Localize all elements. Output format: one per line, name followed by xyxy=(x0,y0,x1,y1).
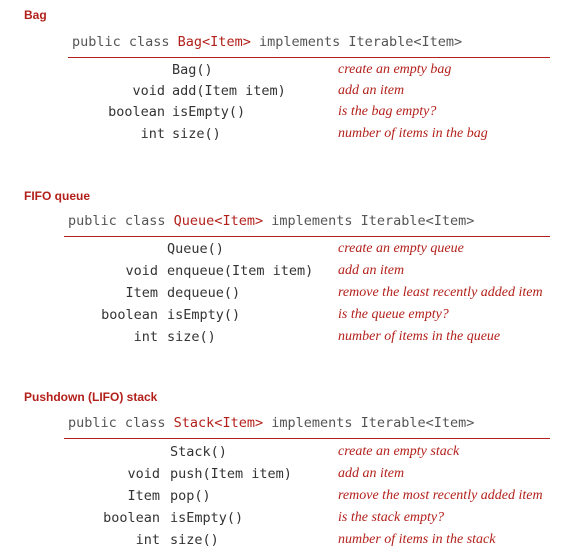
method-description: is the stack empty? xyxy=(338,510,445,525)
api-row: int size() number of items in the queue xyxy=(0,329,578,351)
method-signature: Bag() xyxy=(172,62,213,78)
api-row: int size() number of items in the stack xyxy=(0,532,578,554)
method-description: is the queue empty? xyxy=(338,307,449,322)
header-class-name: Bag<Item> xyxy=(177,34,251,50)
header-divider xyxy=(68,57,550,58)
method-description: create an empty bag xyxy=(338,62,452,77)
api-row: boolean isEmpty() is the stack empty? xyxy=(0,510,578,532)
return-type: void xyxy=(125,263,158,279)
method-signature: size() xyxy=(170,532,219,548)
section-title: FIFO queue xyxy=(24,189,90,203)
header-divider xyxy=(64,438,550,439)
api-row: boolean isEmpty() is the queue empty? xyxy=(0,307,578,329)
method-description: add an item xyxy=(338,83,405,98)
api-row: void push(Item item) add an item xyxy=(0,466,578,488)
method-signature: Queue() xyxy=(167,241,224,257)
class-header: public class Bag<Item> implements Iterab… xyxy=(72,34,462,50)
class-header: public class Queue<Item> implements Iter… xyxy=(68,213,474,229)
return-type: int xyxy=(133,329,158,345)
method-signature: push(Item item) xyxy=(170,466,292,482)
section-title: Bag xyxy=(24,8,47,22)
method-signature: isEmpty() xyxy=(170,510,244,526)
method-signature: enqueue(Item item) xyxy=(167,263,314,279)
api-row: int size() number of items in the bag xyxy=(0,126,578,148)
stack-api-section: Pushdown (LIFO) stack public class Stack… xyxy=(0,390,578,555)
method-signature: isEmpty() xyxy=(172,104,246,120)
method-signature: add(Item item) xyxy=(172,83,286,99)
return-type: int xyxy=(135,532,160,548)
api-row: Stack() create an empty stack xyxy=(0,444,578,466)
return-type: void xyxy=(127,466,160,482)
method-description: number of items in the stack xyxy=(338,532,496,547)
api-row: void add(Item item) add an item xyxy=(0,83,578,105)
return-type: Item xyxy=(127,488,160,504)
section-title: Pushdown (LIFO) stack xyxy=(24,390,158,404)
method-description: remove the least recently added item xyxy=(338,285,543,300)
method-description: create an empty queue xyxy=(338,241,464,256)
queue-api-section: FIFO queue public class Queue<Item> impl… xyxy=(0,189,578,354)
header-class-name: Queue<Item> xyxy=(173,213,264,229)
return-type: void xyxy=(132,83,165,99)
api-row: Bag() create an empty bag xyxy=(0,62,578,84)
bag-api-section: Bag public class Bag<Item> implements It… xyxy=(0,8,578,148)
method-description: create an empty stack xyxy=(338,444,460,459)
api-row: void enqueue(Item item) add an item xyxy=(0,263,578,285)
header-divider xyxy=(64,236,550,237)
header-suffix: implements Iterable<Item> xyxy=(250,34,463,50)
header-prefix: public class xyxy=(68,213,174,229)
return-type: boolean xyxy=(101,307,158,323)
method-signature: size() xyxy=(172,126,221,142)
return-type: int xyxy=(140,126,165,142)
class-header: public class Stack<Item> implements Iter… xyxy=(68,415,474,431)
return-type: Item xyxy=(125,285,158,301)
header-suffix: implements Iterable<Item> xyxy=(263,415,475,431)
method-description: is the bag empty? xyxy=(338,104,437,119)
method-description: number of items in the queue xyxy=(338,329,501,344)
header-suffix: implements Iterable<Item> xyxy=(263,213,475,229)
method-description: remove the most recently added item xyxy=(338,488,543,503)
method-signature: Stack() xyxy=(170,444,227,460)
api-row: Item dequeue() remove the least recently… xyxy=(0,285,578,307)
api-row: Item pop() remove the most recently adde… xyxy=(0,488,578,510)
method-description: add an item xyxy=(338,466,405,481)
header-prefix: public class xyxy=(68,415,174,431)
api-row: boolean isEmpty() is the bag empty? xyxy=(0,104,578,126)
header-class-name: Stack<Item> xyxy=(173,415,264,431)
method-signature: dequeue() xyxy=(167,285,241,301)
method-signature: size() xyxy=(167,329,216,345)
method-description: number of items in the bag xyxy=(338,126,488,141)
api-row: Queue() create an empty queue xyxy=(0,241,578,263)
method-signature: isEmpty() xyxy=(167,307,241,323)
return-type: boolean xyxy=(103,510,160,526)
return-type: boolean xyxy=(108,104,165,120)
method-signature: pop() xyxy=(170,488,211,504)
header-prefix: public class xyxy=(72,34,178,50)
method-description: add an item xyxy=(338,263,405,278)
